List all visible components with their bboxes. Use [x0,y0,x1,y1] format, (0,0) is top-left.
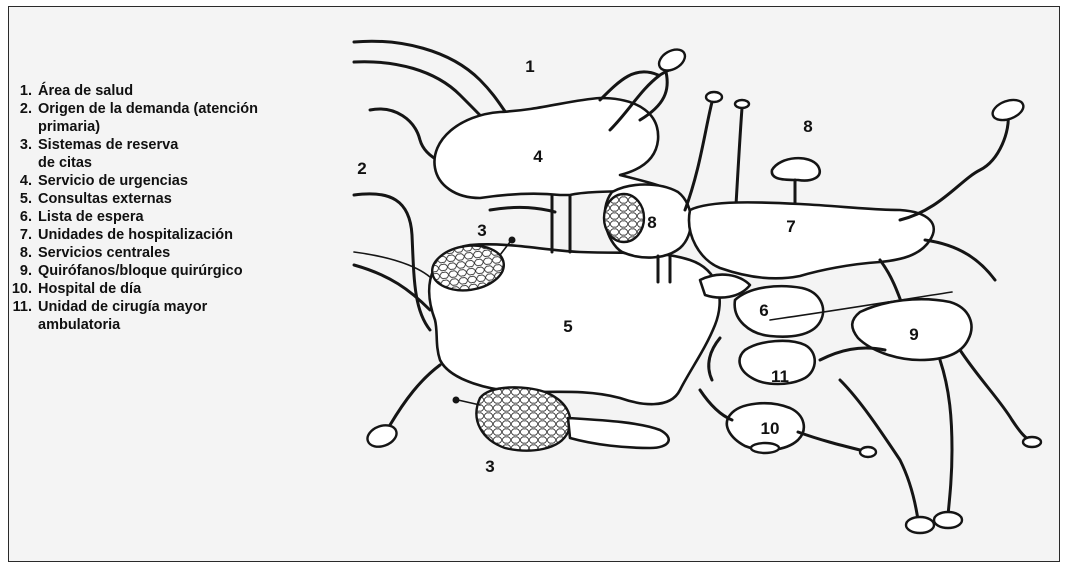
legend-item: 1. Área de salud [10,82,338,100]
legend-number: 11. [10,298,32,316]
legend-text: Hospital de día [38,280,338,298]
label-11: 11 [771,367,789,386]
hospital-flow-diagram: 1 2 3 3 4 5 6 7 8 8 9 10 11 [340,20,1052,540]
legend-number: 6. [10,208,32,226]
legend-item: 7. Unidades de hospitalización [10,226,338,244]
legend-text: Origen de la demanda (atención [38,100,338,118]
label-9: 9 [909,325,918,344]
legend-text: Unidad de cirugía mayor [38,298,338,316]
legend-text: Servicios centrales [38,244,338,262]
legend-number: 9. [10,262,32,280]
legend-item: 5. Consultas externas [10,190,338,208]
legend-item: 8. Servicios centrales [10,244,338,262]
legend-item: 9. Quirófanos/bloque quirúrgico [10,262,338,280]
legend-text: Unidades de hospitalización [38,226,338,244]
legend-item: 4. Servicio de urgencias [10,172,338,190]
legend-text: Sistemas de reserva [38,136,338,154]
booking-cluster-bottom [476,387,570,450]
legend-text: Servicio de urgencias [38,172,338,190]
legend-item: 6. Lista de espera [10,208,338,226]
legend-number: 5. [10,190,32,208]
legend-text: Área de salud [38,82,338,100]
label-4: 4 [533,147,543,166]
legend-list: 1. Área de salud 2. Origen de la demanda (a… [10,82,338,334]
label-7: 7 [786,217,795,236]
label-3-bottom: 3 [485,457,494,476]
label-2: 2 [357,159,366,178]
legend-number: 1. [10,82,32,100]
legend-text: primaria) [38,118,338,136]
legend-number: 4. [10,172,32,190]
label-8-mid: 8 [647,213,656,232]
health-area-shape [434,98,670,198]
label-5: 5 [563,317,572,336]
label-1: 1 [525,57,534,76]
legend-text: Lista de espera [38,208,338,226]
legend-text: de citas [38,154,338,172]
legend-item: 10. Hospital de día [10,280,338,298]
legend-number: 2. [10,100,32,118]
legend-number: 7. [10,226,32,244]
label-6: 6 [759,301,768,320]
legend-text: Consultas externas [38,190,338,208]
label-3-top: 3 [477,221,486,240]
legend-number: 10. [10,280,32,298]
legend-number: 3. [10,136,32,154]
legend-text: Quirófanos/bloque quirúrgico [38,262,338,280]
hospitalization-chamber [689,202,934,278]
label-8-top: 8 [803,117,812,136]
central-services-top [772,158,820,180]
legend-number: 8. [10,244,32,262]
waiting-list-chamber [735,286,823,336]
label-10: 10 [761,419,780,438]
legend-text: ambulatoria [38,316,338,334]
